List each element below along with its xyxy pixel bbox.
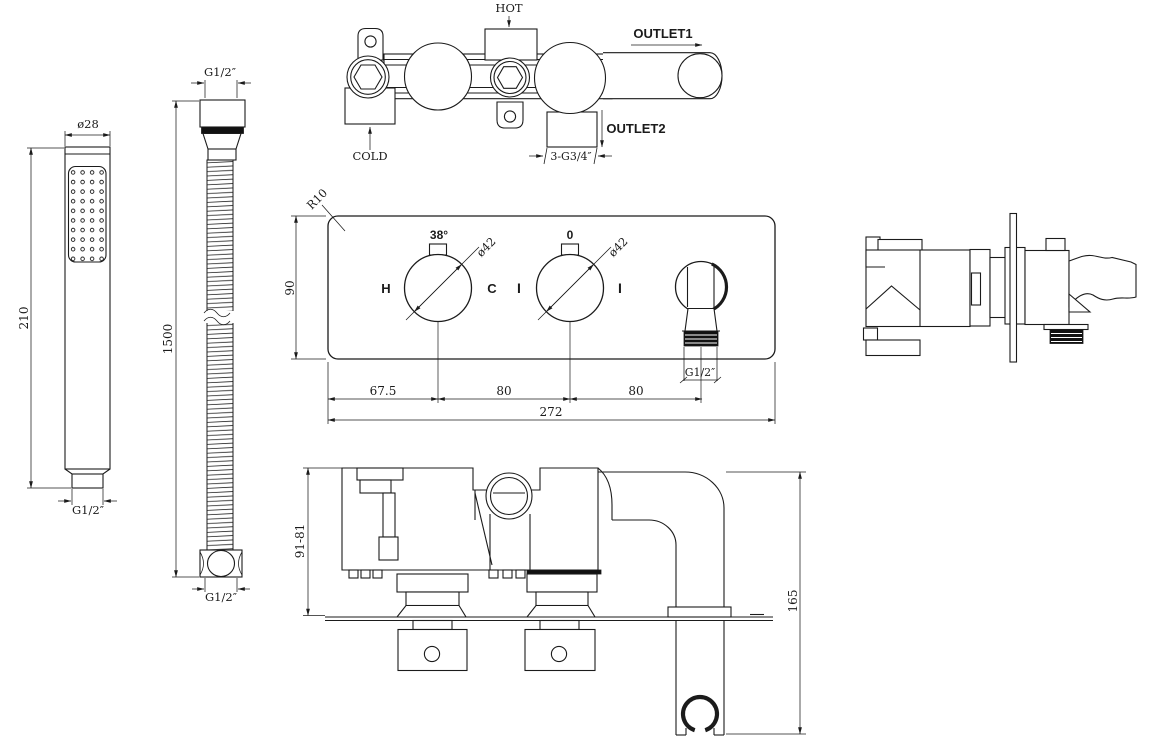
handset-inlet-nozzle <box>71 473 104 489</box>
hose-flex-body <box>206 159 234 551</box>
dim-hose-thread-top: G1/2″ <box>191 65 251 98</box>
pipe-flange <box>667 606 732 618</box>
plate-outlet: G1/2″ <box>674 260 729 403</box>
hand-shower-view: ø28 210 G1/2″ <box>17 117 117 517</box>
knob-set-screw-1 <box>423 645 441 663</box>
diverter-cartridge-housing <box>533 41 607 115</box>
dim-hose-length: 1500 <box>161 100 199 578</box>
side-valve-body <box>865 249 971 328</box>
diverter-mark-right: I <box>618 280 622 296</box>
cold-union-hex <box>353 64 383 90</box>
cold-label: COLD <box>352 149 387 163</box>
temp-knob-index-tab <box>428 243 448 256</box>
valve-front-view: R10 90 38° ø42 H C <box>283 186 776 424</box>
hose-bottom-nut <box>199 549 243 578</box>
diverter-setting-label: 0 <box>567 228 574 242</box>
plate-height-label: 90 <box>283 280 297 295</box>
hose-top-cone <box>202 132 242 150</box>
outlet2-label: OUTLET2 <box>606 121 665 136</box>
hose-top-seal <box>201 126 244 134</box>
side-trim-plate <box>1009 212 1018 363</box>
handset-diameter-label: ø28 <box>77 117 99 131</box>
hose-top-nut <box>199 99 246 128</box>
bottom-temp-knob <box>397 619 468 672</box>
spacing-mid-label: 80 <box>496 384 511 398</box>
escutcheon-2 <box>526 573 598 593</box>
outlet-elbow-inner <box>612 519 677 607</box>
handset-holder-ring <box>680 694 720 733</box>
dim-wall-depth: 91-81 <box>293 467 342 616</box>
hose-break-symbol <box>203 311 237 323</box>
side-handset-holder <box>1068 254 1137 308</box>
dim-drop-height: 165 <box>726 471 806 735</box>
hose-thread-top-label: G1/2″ <box>204 65 237 79</box>
dim-outlets-thread: 3-G3/4″ <box>529 147 612 165</box>
escutcheon-1 <box>396 573 469 593</box>
bottom-cold-stem <box>382 492 396 538</box>
hose-length-label: 1500 <box>161 324 175 355</box>
dim-plate-spacings: 67.5 80 80 272 <box>327 362 776 424</box>
dim-handset-diameter: ø28 <box>64 117 111 146</box>
handset-thread-label: G1/2″ <box>72 503 105 517</box>
hot-union <box>489 57 531 98</box>
knob-set-screw-2 <box>550 645 568 663</box>
cold-union <box>346 55 390 99</box>
valve-top-view: HOT COLD OUTLET1 OUTLET2 3-G3/4″ <box>344 1 723 165</box>
thermostat-cartridge-housing <box>403 42 473 111</box>
spray-nozzle-dots <box>68 166 106 262</box>
hose-view: G1/2″ 1500 G1/2″ <box>161 65 251 604</box>
hot-inlet-port <box>484 28 538 61</box>
drop-height-label: 165 <box>786 590 800 613</box>
drop-pipe-and-holder <box>675 620 725 736</box>
plate-width-label: 272 <box>540 405 563 419</box>
valve-bottom-view: 91-81 165 <box>293 467 806 736</box>
bottom-seal-band <box>526 569 602 575</box>
handset-length-label: 210 <box>17 307 31 330</box>
dim-hose-thread-bottom: G1/2″ <box>192 578 250 604</box>
diverter-knob-index-tab <box>560 243 580 256</box>
hot-label: HOT <box>495 1 522 15</box>
hose-thread-bottom-label: G1/2″ <box>205 590 238 604</box>
dim-plate-height: 90 <box>283 215 326 360</box>
outlets-thread-label: 3-G3/4″ <box>550 150 591 163</box>
spacing-left-label: 67.5 <box>370 384 397 398</box>
corner-radius-label: R10 <box>304 186 330 212</box>
radius-leader <box>321 204 346 232</box>
mounting-hole-middle <box>503 110 517 123</box>
valve-side-view <box>862 212 1137 363</box>
outlet2-port <box>546 111 598 148</box>
outlet1-label: OUTLET1 <box>633 26 692 41</box>
side-top-bar <box>877 238 923 252</box>
side-body-chevron <box>865 285 921 311</box>
temperature-knob: 38° ø42 H C <box>381 228 499 403</box>
diverter-mark-left: I <box>517 280 521 296</box>
mounting-hole-left <box>364 35 377 48</box>
bottom-diverter-knob <box>524 619 596 672</box>
outlet-thread-label: G1/2″ <box>685 366 716 379</box>
side-outlet-block <box>1024 249 1070 326</box>
wall-depth-label: 91-81 <box>293 524 307 559</box>
outlet1-end-cap <box>677 53 723 99</box>
hot-mark: H <box>381 281 390 296</box>
hot-union-hex <box>496 66 524 89</box>
dim-handset-thread: G1/2″ <box>58 489 117 517</box>
spacing-right-label: 80 <box>628 384 643 398</box>
temp-setting-label: 38° <box>430 228 448 242</box>
outlet-elbow-outer <box>598 471 725 607</box>
dim-handset-length: 210 <box>17 147 71 489</box>
cold-mark: C <box>487 281 497 296</box>
bottom-inlet-port <box>485 472 533 520</box>
